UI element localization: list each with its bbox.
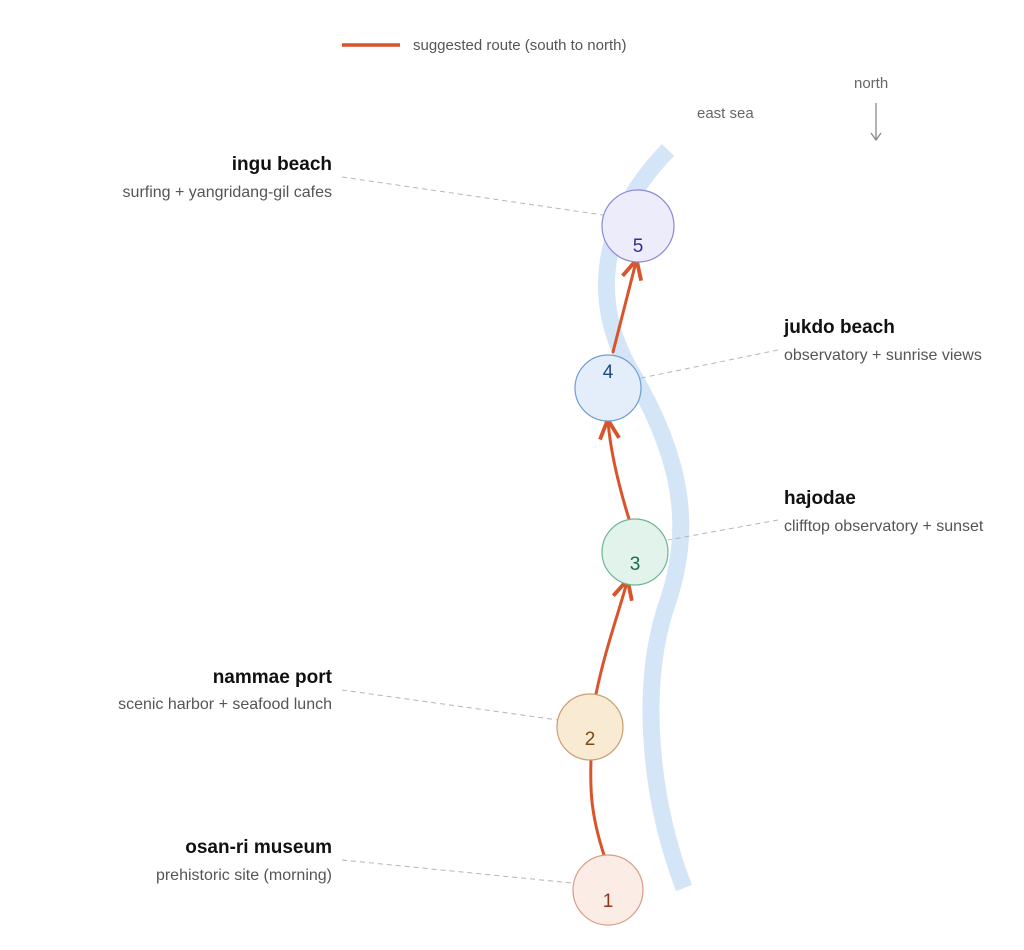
legend-label: suggested route (south to north) — [413, 37, 626, 54]
coastline — [598, 144, 692, 892]
leader-line-stop-5 — [341, 176, 604, 216]
leader-line-stop-4 — [640, 349, 779, 379]
stop-4[interactable]: 4 jukdo beach observatory + sunrise view… — [574, 317, 982, 422]
leader-line-stop-2 — [341, 689, 559, 721]
stop-1-number: 1 — [603, 891, 614, 912]
stop-5-number: 5 — [633, 236, 644, 257]
route-segment-2-3 — [594, 582, 627, 696]
north-indicator: north — [854, 75, 888, 142]
stop-2-marker[interactable] — [556, 693, 624, 761]
stop-1[interactable]: 1 osan-ri museum prehistoric site (morni… — [156, 837, 644, 926]
stop-2-description: scenic harbor + seafood lunch — [118, 696, 332, 713]
stop-3[interactable]: 3 hajodae clifftop observatory + sunset — [601, 488, 984, 586]
stop-4-description: observatory + sunrise views — [784, 347, 982, 364]
stop-1-marker[interactable] — [572, 854, 644, 926]
stop-5-description: surfing + yangridang-gil cafes — [123, 184, 332, 201]
leader-line-stop-1 — [341, 859, 573, 884]
stop-3-number: 3 — [630, 554, 641, 575]
stop-5[interactable]: 5 ingu beach surfing + yangridang-gil ca… — [123, 154, 675, 263]
route-segment-4-5 — [611, 262, 636, 354]
stop-1-description: prehistoric site (morning) — [156, 867, 332, 884]
stop-5-marker[interactable] — [601, 189, 675, 263]
stop-2-title: nammae port — [213, 667, 333, 688]
stop-2[interactable]: 2 nammae port scenic harbor + seafood lu… — [118, 667, 624, 761]
stop-3-marker[interactable] — [601, 518, 669, 586]
stop-3-description: clifftop observatory + sunset — [784, 518, 984, 535]
route — [589, 262, 636, 857]
route-segment-3-4 — [608, 422, 631, 521]
stop-1-title: osan-ri museum — [185, 837, 332, 858]
leader-line-stop-3 — [667, 519, 779, 541]
north-label: north — [854, 75, 888, 92]
legend: suggested route (south to north) — [342, 37, 626, 54]
stop-5-title: ingu beach — [232, 154, 332, 175]
sea-label: east sea — [697, 105, 754, 122]
stop-2-number: 2 — [585, 729, 596, 750]
stop-3-title: hajodae — [784, 488, 856, 509]
stop-4-number: 4 — [603, 362, 614, 383]
leader-lines — [341, 176, 779, 884]
stop-4-marker[interactable] — [574, 354, 642, 422]
route-segment-1-2 — [589, 758, 606, 857]
stop-4-title: jukdo beach — [783, 317, 895, 338]
